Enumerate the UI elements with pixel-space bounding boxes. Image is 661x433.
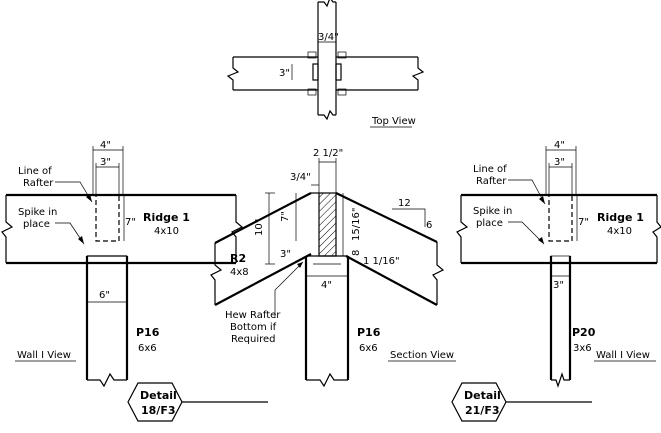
center-dim-right-upper: 15/16" bbox=[351, 208, 362, 241]
right-post-size: 3x6 bbox=[573, 343, 592, 354]
center-slope-run: 12 bbox=[398, 198, 411, 209]
right-dim-top-inner: 3" bbox=[554, 157, 565, 168]
top-view-dim-gap: 3/4" bbox=[318, 32, 339, 43]
left-note-rafter-line2: Rafter bbox=[23, 178, 54, 189]
right-beam-size: 4x10 bbox=[607, 226, 632, 237]
left-view-title: Wall I View bbox=[17, 350, 71, 361]
right-dim-post: 3" bbox=[553, 280, 564, 291]
right-dim-side: 7" bbox=[578, 217, 589, 228]
right-post-name: P20 bbox=[572, 326, 596, 339]
left-beam-size: 4x10 bbox=[154, 226, 179, 237]
center-dim-right-offset: 1 1/16" bbox=[363, 256, 400, 267]
right-detail-ref: 21/F3 bbox=[465, 404, 500, 417]
left-beam-name: Ridge 1 bbox=[143, 211, 190, 224]
top-view: 3/4" 3" Top View bbox=[226, 0, 425, 128]
left-note-spike-line1: Spike in bbox=[18, 207, 57, 218]
left-detail-ref: 18/F3 bbox=[141, 404, 176, 417]
left-detail: 4" 3" 7" 6" Line of Rafter Spike in plac… bbox=[1, 140, 268, 422]
top-view-title: Top View bbox=[371, 116, 416, 127]
left-dim-post: 6" bbox=[99, 290, 110, 301]
center-post-size: 6x6 bbox=[359, 343, 378, 354]
right-note-spike-line2: place bbox=[476, 218, 503, 229]
left-post-size: 6x6 bbox=[138, 343, 157, 354]
center-dim-right-lower: 8 bbox=[351, 250, 362, 256]
right-view-title: Wall I View bbox=[596, 350, 650, 361]
center-note-hew-line3: Required bbox=[231, 334, 276, 345]
center-rafter-name: R2 bbox=[230, 252, 246, 265]
right-detail: 4" 3" 7" 3" Line of Rafter Spike in plac… bbox=[451, 140, 661, 422]
left-dim-top-outer: 4" bbox=[100, 140, 111, 151]
center-note-hew-line2: Bottom if bbox=[230, 322, 277, 333]
center-view-title: Section View bbox=[390, 350, 454, 361]
right-detail-label: Detail bbox=[464, 389, 501, 402]
left-dim-top-inner: 3" bbox=[100, 157, 111, 168]
center-dim-top: 2 1/2" bbox=[313, 148, 343, 159]
left-dim-side: 7" bbox=[125, 217, 136, 228]
center-dim-post: 4" bbox=[321, 280, 332, 291]
center-post-name: P16 bbox=[357, 326, 381, 339]
center-dim-left-inner: 7" bbox=[280, 211, 291, 222]
left-detail-label: Detail bbox=[140, 389, 177, 402]
center-dim-gap: 3/4" bbox=[290, 172, 311, 183]
left-note-spike-line2: place bbox=[23, 219, 50, 230]
right-note-rafter-line1: Line of bbox=[473, 164, 507, 175]
center-slope-rise: 6 bbox=[426, 220, 432, 231]
center-dim-left-bottom: 3" bbox=[280, 249, 291, 260]
center-dim-left-outer: 10" bbox=[254, 219, 265, 236]
right-dim-top-outer: 4" bbox=[554, 140, 565, 151]
left-post-name: P16 bbox=[136, 326, 160, 339]
center-note-hew-line1: Hew Rafter bbox=[225, 310, 281, 321]
right-note-spike-line1: Spike in bbox=[473, 206, 512, 217]
center-detail: 2 1/2" 3/4" 10" 7" 3" 15/16" 8 1 1/16" 4… bbox=[210, 148, 456, 388]
post-tenon-hatch bbox=[318, 192, 337, 257]
left-note-rafter-line1: Line of bbox=[18, 166, 52, 177]
right-note-rafter-line2: Rafter bbox=[476, 176, 507, 187]
right-beam-name: Ridge 1 bbox=[597, 211, 644, 224]
top-view-dim-depth: 3" bbox=[279, 68, 290, 79]
center-rafter-size: 4x8 bbox=[230, 267, 249, 278]
